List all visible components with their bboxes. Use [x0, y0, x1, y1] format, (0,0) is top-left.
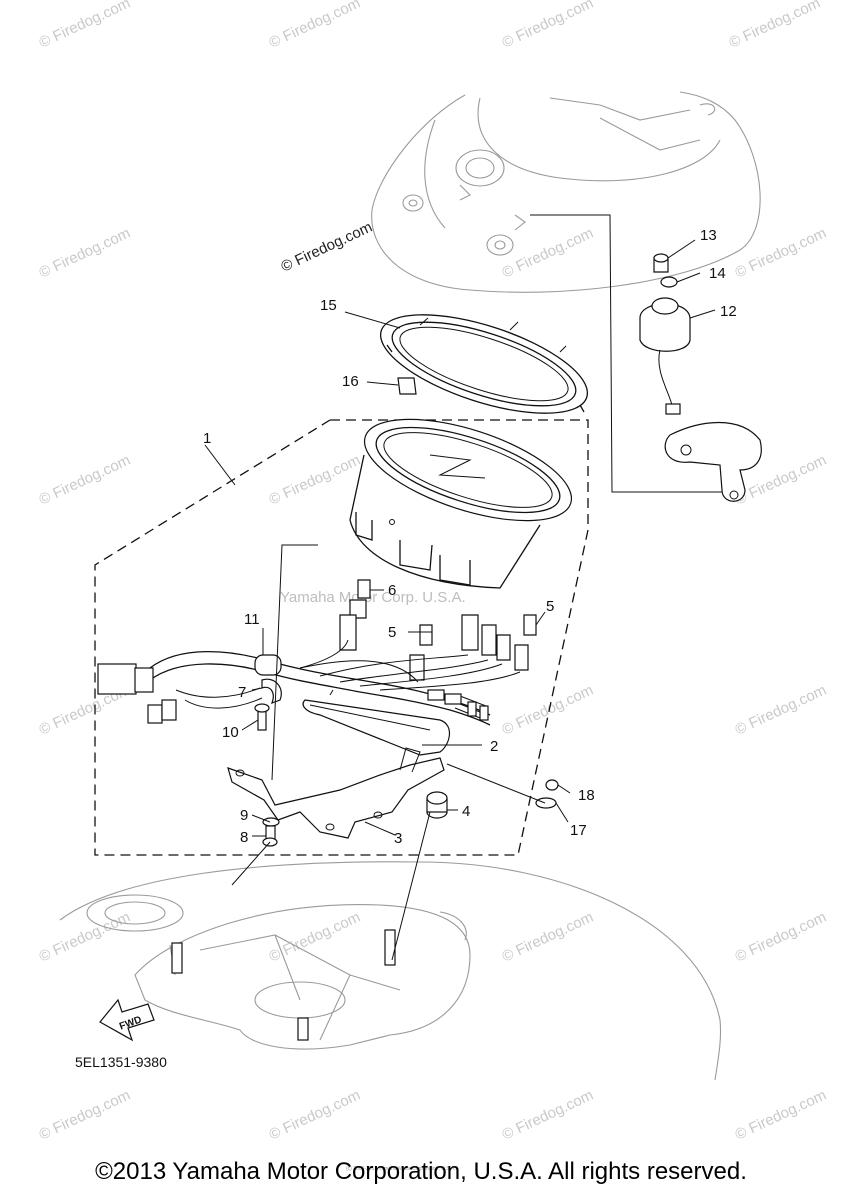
- callout-12: 12: [720, 303, 737, 320]
- fwd-arrow-icon: FWD: [99, 998, 155, 1042]
- washer-14: [660, 276, 678, 288]
- watermark: © Firedog.com: [500, 909, 597, 966]
- switch-12: [639, 297, 762, 502]
- callout-9: 9: [240, 807, 248, 824]
- callout-16: 16: [342, 373, 359, 390]
- grommet-4: [426, 791, 448, 819]
- callout-10: 10: [222, 724, 239, 741]
- watermark: © Firedog.com: [733, 909, 830, 966]
- callout-2: 2: [490, 738, 498, 755]
- speedometer-housing: [349, 418, 573, 589]
- watermark: © Firedog.com: [727, 0, 824, 52]
- watermark: © Firedog.com: [37, 452, 134, 509]
- watermark: © Firedog.com: [37, 909, 134, 966]
- callout-14: 14: [709, 265, 726, 282]
- watermark: © Firedog.com: [267, 1087, 364, 1144]
- callout-8: 8: [240, 829, 248, 846]
- callout-15: 15: [320, 297, 337, 314]
- watermark-main: © Firedog.com: [279, 219, 376, 276]
- callout-7: 7: [238, 684, 246, 701]
- watermark: © Firedog.com: [500, 0, 597, 52]
- wire-harness: [97, 639, 521, 726]
- callout-5a: 5: [388, 624, 396, 641]
- nut-18: [545, 779, 559, 791]
- callouts: 1 2 3 4 5 5 6 7 8 9 10 11 12 13 14 15 16…: [203, 227, 737, 847]
- callout-4: 4: [462, 803, 470, 820]
- callout-3: 3: [394, 830, 402, 847]
- screw-13: [653, 253, 669, 273]
- assembly-outline: [94, 419, 589, 856]
- watermark: © Firedog.com: [267, 909, 364, 966]
- bolt-8: [262, 817, 280, 847]
- mounting-plate: [302, 699, 450, 756]
- watermark: © Firedog.com: [733, 682, 830, 739]
- copyright-footer: ©2013 Yamaha Motor Corporation, U.S.A. A…: [95, 1158, 747, 1185]
- callout-6: 6: [388, 582, 396, 599]
- leader-line: [530, 214, 730, 493]
- callout-17: 17: [570, 822, 587, 839]
- watermark: © Firedog.com: [500, 682, 597, 739]
- wire-clamp: [261, 678, 282, 705]
- watermark: © Firedog.com: [500, 225, 597, 282]
- lower-bracket: [227, 747, 445, 839]
- watermark: © Firedog.com: [733, 1087, 830, 1144]
- watermark-layer: © Firedog.com © Firedog.com © Firedog.co…: [37, 0, 830, 1144]
- callout-18: 18: [578, 787, 595, 804]
- watermark: © Firedog.com: [267, 452, 364, 509]
- pad-part: [397, 377, 417, 395]
- diagram-code: 5EL1351-9380: [75, 1054, 167, 1070]
- watermark: © Firedog.com: [37, 225, 134, 282]
- callout-11: 11: [244, 611, 260, 628]
- watermark: © Firedog.com: [500, 1087, 597, 1144]
- watermark: © Firedog.com: [733, 225, 830, 282]
- manufacturer-watermark: Yamaha Motor Corp. U.S.A.: [280, 589, 466, 606]
- callout-5b: 5: [546, 598, 554, 615]
- bezel-ring: [379, 314, 589, 414]
- screw-10: [254, 703, 270, 731]
- lower-console: [59, 861, 722, 1081]
- watermark: © Firedog.com: [37, 1087, 134, 1144]
- watermark: © Firedog.com: [37, 0, 134, 52]
- callout-13: 13: [700, 227, 717, 244]
- bulb-sockets: [339, 579, 537, 681]
- callout-1: 1: [203, 430, 211, 447]
- watermark: © Firedog.com: [267, 0, 364, 52]
- upper-cover: [371, 91, 761, 293]
- tiny-note: (c) 2000-2013 Yamaha Motor Corporation, …: [346, 1166, 456, 1172]
- washer-17: [535, 797, 557, 809]
- leader-lines: [204, 239, 716, 961]
